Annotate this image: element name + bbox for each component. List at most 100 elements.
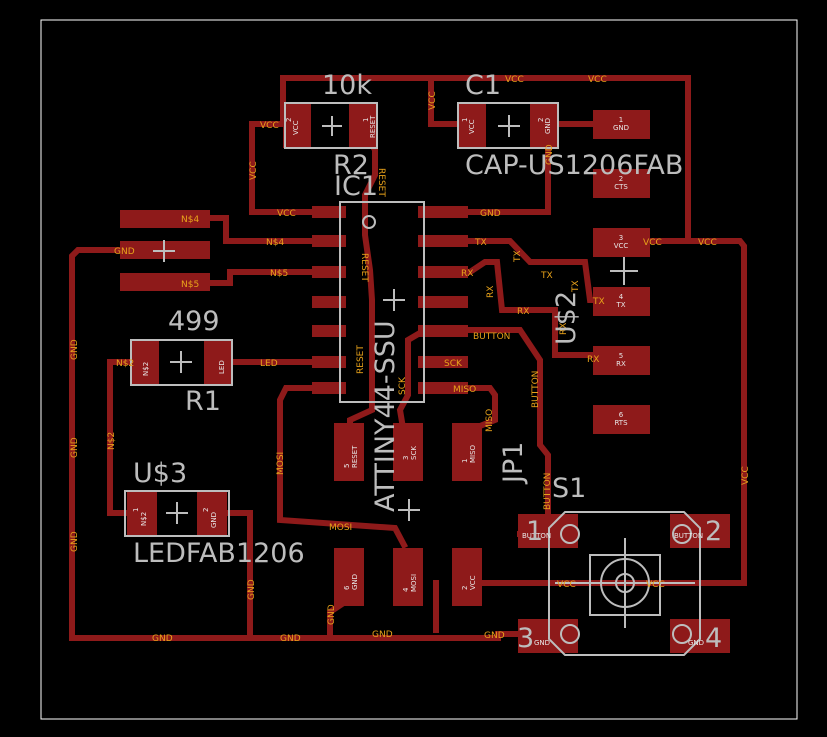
label-n5: N$5 [181,280,199,290]
silk-s1-corner-tl [560,524,580,544]
label-vcc: VCC [260,121,279,131]
r2-name: R2 [333,150,369,181]
label-reset: RESET [376,168,386,197]
s1-pin3: 3 [517,623,534,654]
label-gnd: GND [152,634,173,644]
board-outline [40,19,798,720]
pad-hdr-n4 [120,210,210,228]
label-rx: RX [587,355,599,365]
pad-u2-6 [593,405,650,434]
pin-isp-4: 4MOSI [402,574,418,592]
label-tx: TX [592,297,605,307]
pad-isp-1 [452,423,482,481]
silk-s1-corner-tr [672,524,692,544]
label-n4: N$4 [266,238,284,248]
pin-r1-n2: N$2 [142,362,150,376]
label-reset: RESET [356,345,366,374]
pad-isp-2 [452,548,482,606]
pad-isp-4 [393,548,423,606]
pad-ic1-l6 [312,356,346,368]
label-miso: MISO [485,409,495,432]
pad-ic1-r4 [418,296,468,308]
pad-ic1-r5 [418,325,468,337]
label-sck: SCK [444,359,463,369]
pin-isp-3: 3SCK [402,446,418,460]
label-gnd: GND [70,339,80,360]
label-miso: MISO [453,385,476,395]
label-vcc: VCC [249,161,259,180]
label-n4: N$4 [181,215,199,225]
u3-value: LEDFAB1206 [133,538,305,569]
label-tx: TX [474,238,487,248]
pin-s1-button-left: BUTTON [522,532,551,540]
label-vcc: VCC [428,91,438,110]
label-vcc: VCC [741,466,751,485]
label-n2: N$2 [107,432,117,450]
r1-name: R1 [185,386,221,417]
silk-r1 [130,339,233,386]
pin-s1-button-right: BUTTON [674,532,703,540]
pin-r2-2: 2 [285,118,293,122]
pad-ic1-r1 [418,206,468,218]
pad-ic1-r2 [418,235,468,247]
pad-c1-2 [530,103,558,148]
s1-pin4: 4 [705,623,722,654]
pad-isp-5 [334,423,364,481]
silkscreen [124,102,701,656]
pin-r2-reset: RESET [369,115,377,138]
r1-value: 499 [168,306,220,337]
pad-ic1-r7 [418,382,468,394]
pad-isp-6 [334,548,364,606]
label-gnd: GND [247,579,257,600]
pad-u2-1 [593,110,650,139]
silk-s1-body [548,511,701,656]
label-rx: RX [517,307,529,317]
label-n2: N$2 [116,359,134,369]
label-vcc: VCC [588,75,607,85]
pin-isp-6: 6GND [343,574,359,590]
pad-u2-5 [593,346,650,375]
label-vcc: VCC [698,238,717,248]
label-vcc: VCC [277,209,296,219]
pad-ic1-l2 [312,235,346,247]
pin-c1-1: 1 [461,118,469,122]
pin-r2-1: 1 [362,118,370,122]
label-gnd: GND [114,247,135,257]
label-gnd: GND [480,209,501,219]
jp1-name: JP1 [498,442,529,485]
pad-u2-2 [593,169,650,198]
label-gnd: GND [70,437,80,458]
trace-gnd-left [69,247,538,641]
label-n5: N$5 [270,269,288,279]
pad-isp-3 [393,423,423,481]
label-button: BUTTON [531,371,541,408]
signal-labels: VCC VCC VCC VCC VCC VCC VCC VCC VCC VCC … [70,75,751,644]
pin-isp-1: 1MISO [461,444,477,463]
label-gnd: GND [372,630,393,640]
silk-u3 [124,490,230,537]
label-tx: TX [540,271,553,281]
silk-s1-corner-br [672,624,692,644]
label-tx: TX [571,280,581,293]
pad-u2-4 [593,287,650,316]
trace-reset [347,125,378,453]
ic1-value: ATTINY44-SSU [370,320,401,512]
pad-u3-1 [127,491,157,536]
label-tx: TX [513,250,523,263]
trace-miso [422,385,498,434]
u3-name: U$3 [133,458,187,489]
pad-u2-3 [593,228,650,257]
pad-c1-1 [458,103,486,148]
trace-vcc-top [280,75,691,244]
label-rx: RX [559,323,569,335]
pad-hdr-n5 [120,273,210,291]
trace-vcc-r2 [249,121,328,215]
pad-ic1-l1 [312,206,346,218]
pad-u3-2 [197,491,227,536]
